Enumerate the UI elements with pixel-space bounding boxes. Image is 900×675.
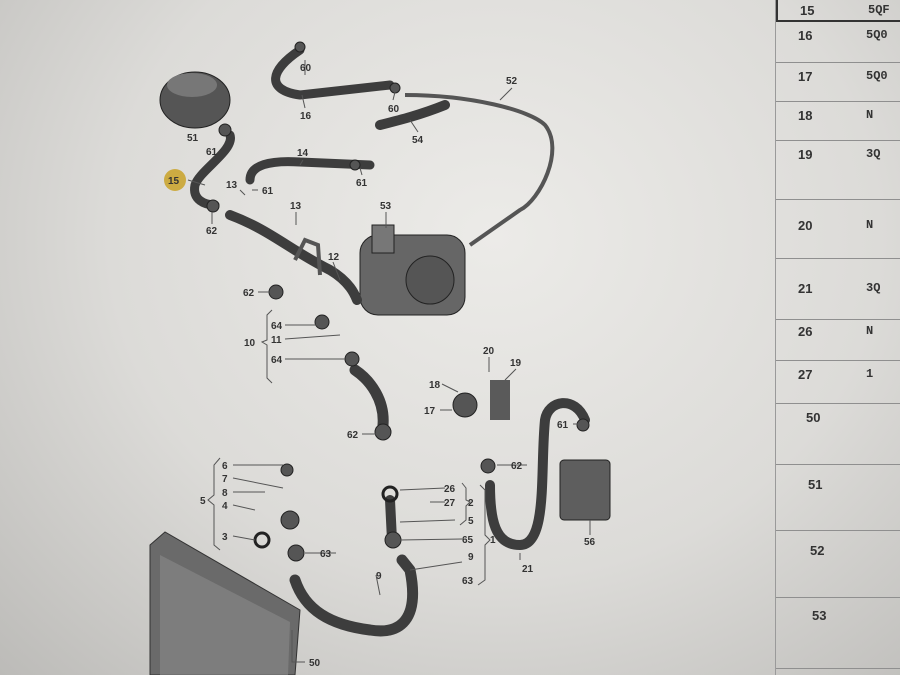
part-number: N <box>866 324 874 338</box>
item-number: 26 <box>798 324 813 339</box>
callout-61[interactable]: 61 <box>262 186 274 197</box>
item-number: 20 <box>798 218 813 233</box>
callout-61[interactable]: 61 <box>206 147 218 158</box>
callout-61[interactable]: 61 <box>356 178 368 189</box>
callout-17[interactable]: 17 <box>424 406 436 417</box>
callout-6[interactable]: 6 <box>222 461 228 472</box>
table-row[interactable]: 26 N <box>776 320 900 361</box>
callout-15-highlight[interactable] <box>164 169 186 191</box>
callout-13[interactable]: 13 <box>226 180 238 191</box>
leader-lines <box>187 60 591 663</box>
item-number: 50 <box>806 410 821 425</box>
item-number: 18 <box>798 108 813 123</box>
callout-62[interactable]: 62 <box>243 288 255 299</box>
part-number: 3Q <box>866 281 881 295</box>
callout-60[interactable]: 60 <box>300 63 312 74</box>
water-pump <box>452 380 510 420</box>
table-row[interactable]: 50 <box>776 404 900 465</box>
part-number: 5Q0 <box>866 28 888 42</box>
callout-56[interactable]: 56 <box>584 537 596 548</box>
part-number: 5Q0 <box>866 69 888 83</box>
part-number: 5QF <box>868 3 890 17</box>
item-number: 27 <box>798 367 813 382</box>
callout-8[interactable]: 8 <box>222 488 228 499</box>
item-number: 52 <box>810 543 825 558</box>
thermostat-housing <box>359 224 466 316</box>
callout-63[interactable]: 63 <box>320 549 332 560</box>
item-number: 21 <box>798 281 813 296</box>
callout-12[interactable]: 12 <box>328 252 340 263</box>
callout-20[interactable]: 20 <box>483 346 495 357</box>
table-row[interactable]: 19 3Q <box>776 141 900 200</box>
callout-10[interactable]: 10 <box>244 338 256 349</box>
callout-19[interactable]: 19 <box>510 358 522 369</box>
oil-cooler <box>559 459 611 521</box>
coolant-hoses <box>190 45 590 637</box>
callout-15[interactable]: 15 <box>168 176 180 187</box>
item-number: 16 <box>798 28 813 43</box>
callout-9[interactable]: 9 <box>468 552 474 563</box>
callout-26[interactable]: 26 <box>444 484 456 495</box>
table-row[interactable]: 52 <box>776 531 900 598</box>
callout-11[interactable]: 11 <box>271 335 282 346</box>
table-row[interactable]: 51 <box>776 465 900 531</box>
callout-53[interactable]: 53 <box>380 201 392 212</box>
table-row[interactable]: 18 N <box>776 102 900 141</box>
fittings <box>206 41 590 562</box>
table-row[interactable]: 21 3Q <box>776 259 900 320</box>
part-number: 3Q <box>866 147 881 161</box>
expansion-tank <box>159 71 231 129</box>
callout-52[interactable]: 52 <box>506 76 518 87</box>
callout-51[interactable]: 51 <box>187 133 199 144</box>
item-number: 51 <box>808 477 823 492</box>
table-row[interactable]: 27 1 <box>776 361 900 404</box>
callout-16[interactable]: 16 <box>300 111 312 122</box>
table-row[interactable]: 53 <box>776 598 900 669</box>
callout-14[interactable]: 14 <box>297 148 309 159</box>
table-row[interactable]: 15 5QF <box>776 0 900 22</box>
radiator <box>149 531 301 675</box>
callout-1[interactable]: 1 <box>490 535 496 546</box>
callout-labels: 60 16 60 52 54 51 61 14 61 15 13 61 53 1… <box>168 63 596 669</box>
callout-18[interactable]: 18 <box>429 380 441 391</box>
callout-2[interactable]: 2 <box>468 498 474 509</box>
callout-54[interactable]: 54 <box>412 135 424 146</box>
callout-27[interactable]: 27 <box>444 498 456 509</box>
callout-5[interactable]: 5 <box>200 496 206 507</box>
item-number: 15 <box>800 3 815 18</box>
callout-63[interactable]: 63 <box>462 576 474 587</box>
callout-64[interactable]: 64 <box>271 321 283 332</box>
callout-62[interactable]: 62 <box>511 461 523 472</box>
callout-4[interactable]: 4 <box>222 501 228 512</box>
table-row[interactable]: 17 5Q0 <box>776 63 900 102</box>
part-number: 1 <box>866 367 874 381</box>
item-number: 19 <box>798 147 813 162</box>
parts-diagram: 60 16 60 52 54 51 61 14 61 15 13 61 53 1… <box>149 41 611 675</box>
callout-62[interactable]: 62 <box>206 226 218 237</box>
item-number: 53 <box>812 608 827 623</box>
callout-9[interactable]: 9 <box>376 571 382 582</box>
callout-50[interactable]: 50 <box>309 658 321 669</box>
table-row[interactable]: 16 5Q0 <box>776 22 900 63</box>
part-number: N <box>866 108 874 122</box>
callout-13[interactable]: 13 <box>290 201 302 212</box>
callout-21[interactable]: 21 <box>522 564 534 575</box>
callout-64[interactable]: 64 <box>271 355 283 366</box>
callout-60[interactable]: 60 <box>388 104 400 115</box>
callout-65[interactable]: 65 <box>462 535 474 546</box>
callout-3[interactable]: 3 <box>222 532 228 543</box>
callout-61[interactable]: 61 <box>557 420 569 431</box>
table-row[interactable]: 20 N <box>776 200 900 259</box>
item-number: 17 <box>798 69 813 84</box>
callout-5[interactable]: 5 <box>468 516 474 527</box>
callout-7[interactable]: 7 <box>222 474 228 485</box>
callout-62[interactable]: 62 <box>347 430 359 441</box>
part-number: N <box>866 218 874 232</box>
